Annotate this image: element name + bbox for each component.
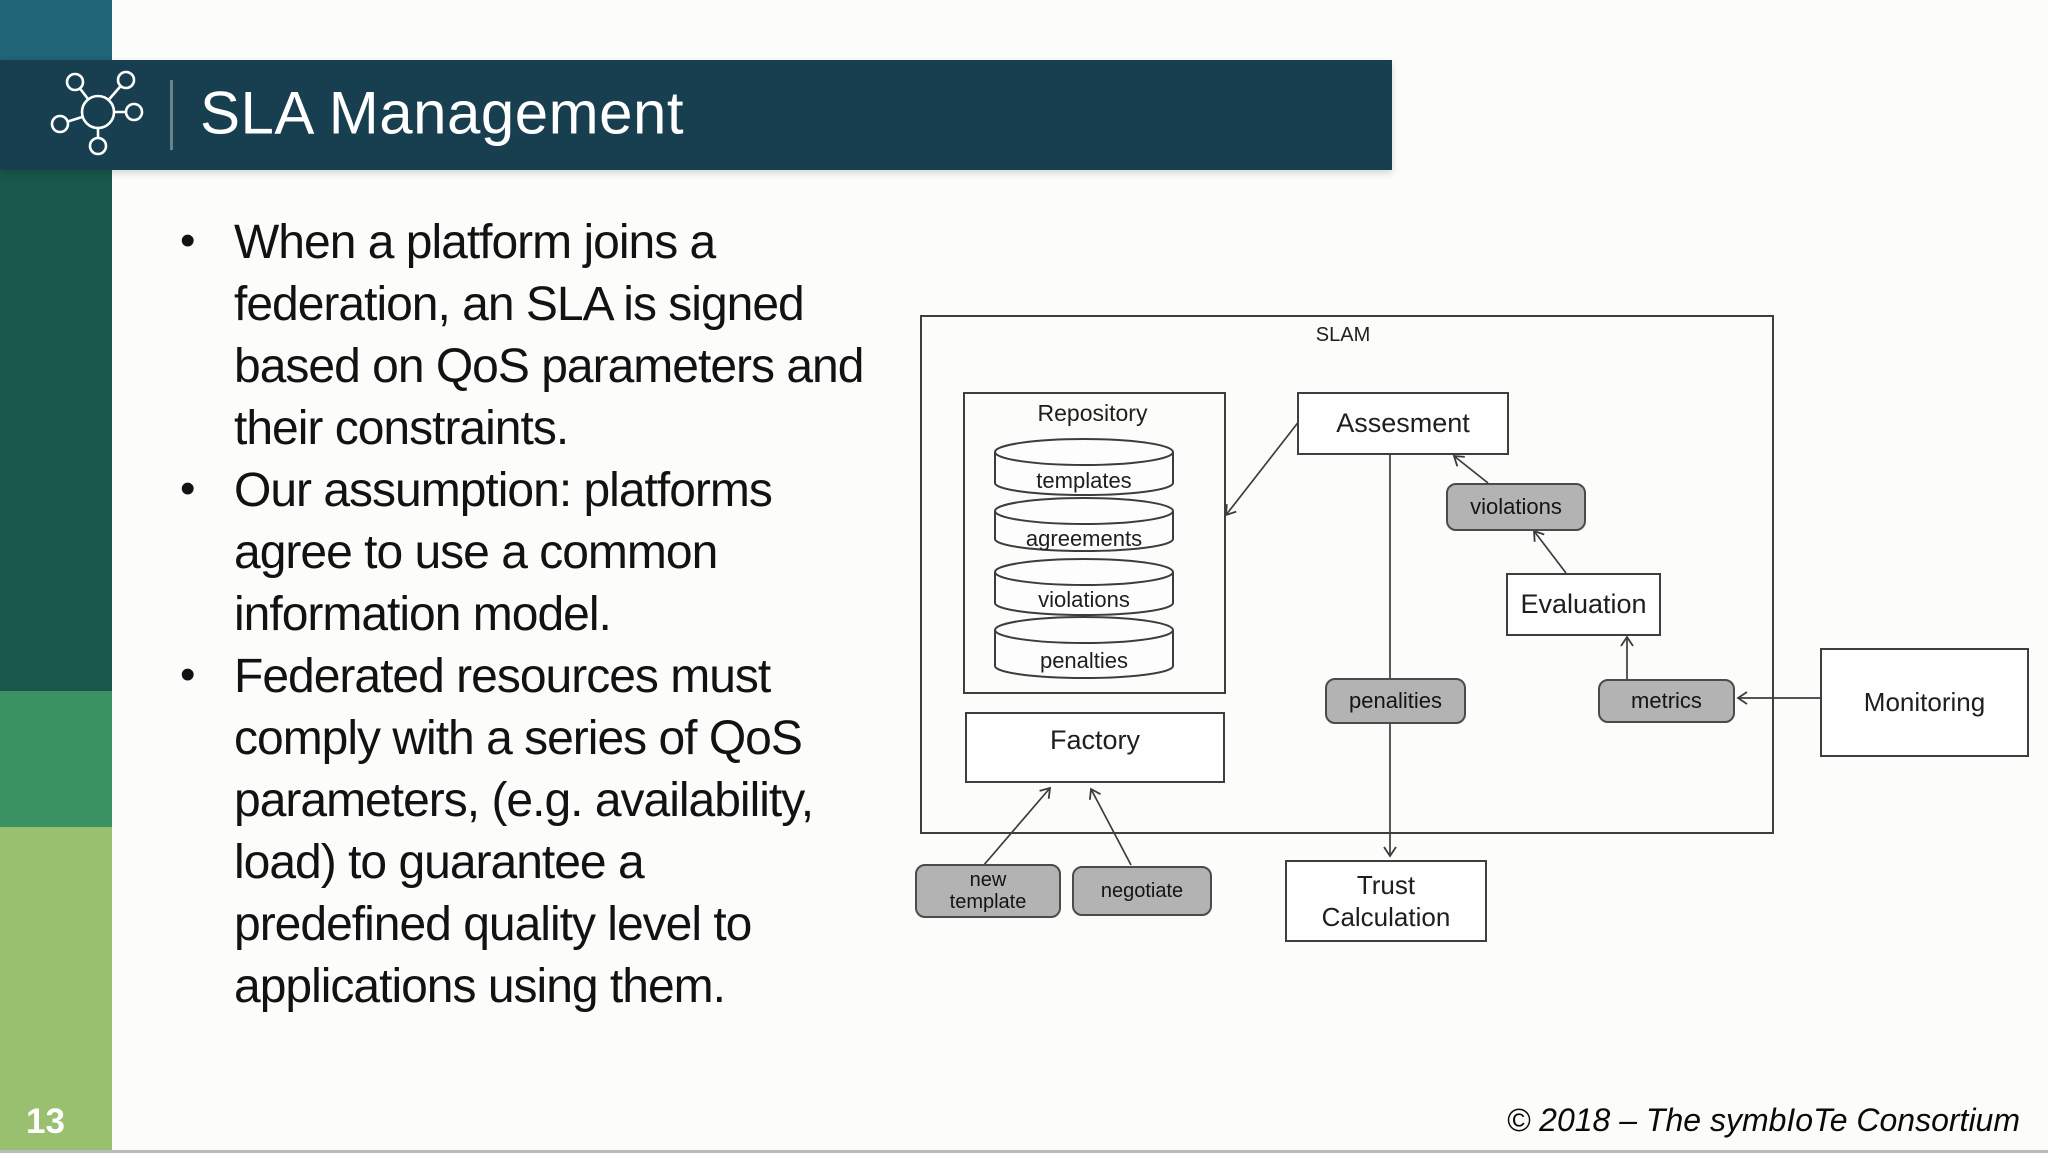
cylinder-violations-shape [994,558,1174,616]
metrics-tag: metrics [1598,679,1735,723]
evaluation-box: Evaluation [1506,573,1661,636]
page-number: 13 [26,1102,65,1141]
arrow-evaluation-to-violations [1533,529,1567,574]
slide-title: SLA Management [200,79,684,147]
diagram-arrows-layer [982,419,1820,867]
slam-architecture-diagram: SLAM Repository templates agreements vio… [900,300,2048,980]
arrow-assesment-to-repository [1225,419,1301,517]
header-bar: SLA Management [0,60,1392,170]
arrow-negotiate-to-factory [1088,787,1132,866]
trust-calculation-box: Trust Calculation [1285,860,1487,942]
bullet-item: When a platform joins a federation, an S… [180,210,944,460]
factory-box: Factory [965,712,1225,783]
assesment-box: Assesment [1297,392,1509,455]
header-divider [170,80,173,150]
new-template-tag: new template [915,864,1061,918]
cylinder-agreements-shape [994,497,1174,552]
copyright-footer: © 2018 – The symbIoTe Consortium [1506,1102,2020,1138]
sidebar [0,0,112,1153]
cylinder-penalties-label: penalties [1039,648,1129,673]
cylinder-templates-label: templates [1036,468,1132,493]
bullet-item: Federated resources must comply with a s… [180,644,944,1018]
slam-container-box [920,315,1774,834]
cylinder-violations-label: violations [1038,587,1130,612]
bullet-list: When a platform joins a federation, an S… [180,210,944,1018]
sidebar-block-light-green [0,827,112,1153]
slam-label: SLAM [1315,324,1371,346]
monitoring-box: Monitoring [1820,648,2029,757]
repository-box [963,392,1226,694]
negotiate-tag: negotiate [1072,866,1212,916]
arrow-new-template-to-factory [982,786,1052,867]
bottom-edge-strip [0,1150,2048,1153]
cylinder-penalties-shape [994,616,1174,679]
bullet-item: Our assumption: platforms agree to use a… [180,458,944,646]
penalities-tag: penalities [1325,678,1466,724]
arrow-violations-to-assesment [1452,454,1489,484]
repository-label: Repository [1037,400,1148,426]
sidebar-block-dark-green [0,170,112,691]
cylinder-templates-shape [994,438,1174,496]
network-hub-icon [50,70,144,156]
cylinder-agreements-label: agreements [1025,526,1143,551]
violations-tag: violations [1446,483,1586,531]
sidebar-block-mid-green [0,691,112,827]
